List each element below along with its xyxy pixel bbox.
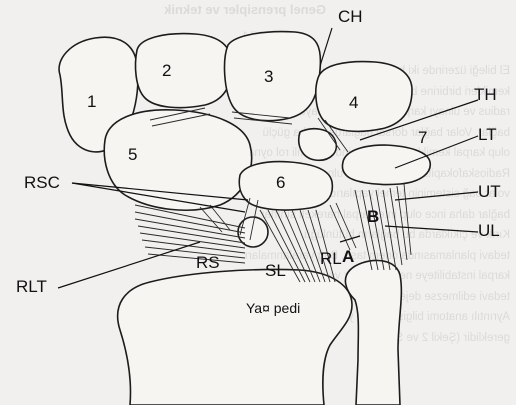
label-ut: UT bbox=[478, 182, 501, 201]
a-leader bbox=[340, 236, 360, 242]
fat-pad-caption: Ya¤ pedi bbox=[246, 300, 300, 316]
ulna-bone bbox=[345, 260, 401, 405]
bone-2 bbox=[136, 34, 232, 108]
bone-7 bbox=[342, 145, 430, 185]
label-b: B bbox=[367, 207, 379, 226]
label-bone-5: 5 bbox=[128, 145, 137, 164]
label-bone-4: 4 bbox=[349, 93, 358, 112]
label-bone-2: 2 bbox=[162, 61, 171, 80]
label-lt: LT bbox=[478, 125, 497, 144]
label-bone-6: 6 bbox=[276, 173, 285, 192]
hook-bone bbox=[299, 129, 337, 161]
label-ul: UL bbox=[478, 221, 500, 240]
label-rsc: RSC bbox=[24, 173, 60, 192]
label-rlt: RLT bbox=[16, 277, 47, 296]
label-bone-7: 7 bbox=[418, 128, 427, 147]
bone-6 bbox=[239, 162, 332, 210]
ul-leader bbox=[385, 226, 478, 232]
bone-4 bbox=[316, 62, 412, 132]
label-rs: RS bbox=[196, 253, 220, 272]
bone-5 bbox=[104, 110, 251, 210]
radius-bone bbox=[118, 270, 352, 405]
label-a: A bbox=[342, 247, 354, 266]
label-bone-3: 3 bbox=[264, 67, 273, 86]
ut-leader bbox=[395, 192, 478, 200]
label-rl: RL bbox=[320, 249, 342, 268]
label-sl: SL bbox=[265, 261, 286, 280]
label-bone-1: 1 bbox=[87, 92, 96, 111]
label-ch: CH bbox=[338, 7, 363, 26]
ch-leader bbox=[320, 28, 332, 66]
label-th: TH bbox=[474, 85, 497, 104]
